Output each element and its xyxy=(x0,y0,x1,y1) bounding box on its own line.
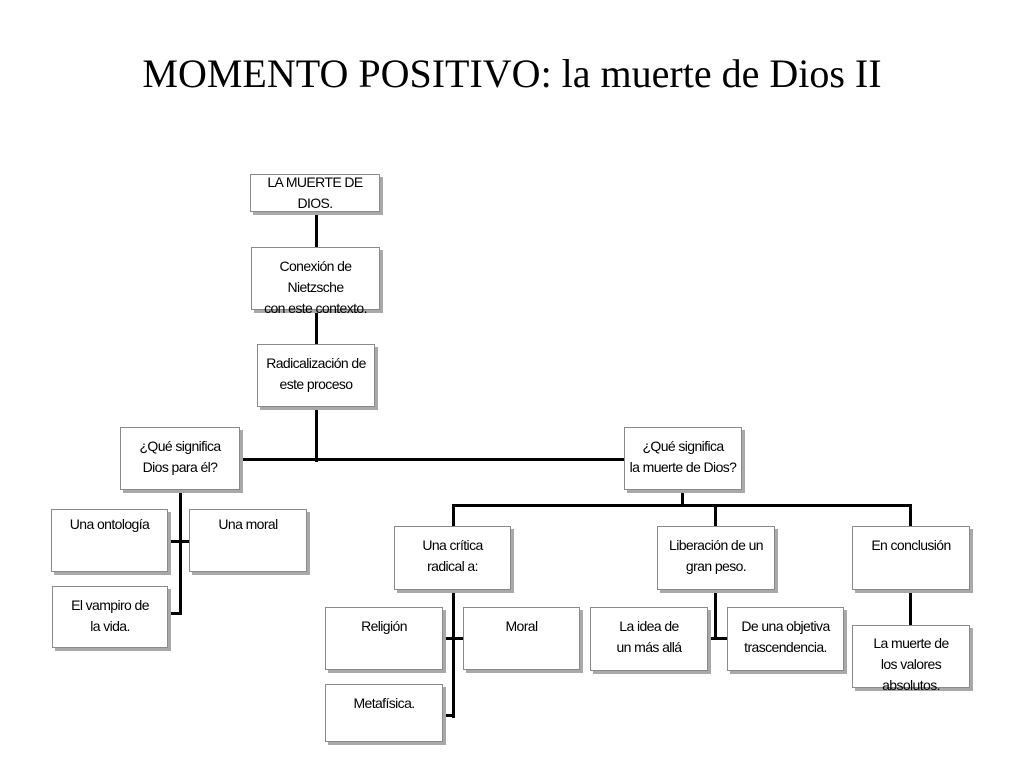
node-la-idea-mas-alla: La idea de un más allá xyxy=(590,607,708,671)
connector-line xyxy=(443,714,455,717)
connector-line xyxy=(714,504,717,526)
node-liberacion: Liberación de un gran peso. xyxy=(657,526,775,590)
node-moral: Moral xyxy=(463,607,580,670)
node-una-critica: Una crítica radical a: xyxy=(394,526,511,590)
connector-line xyxy=(179,490,182,615)
node-metafisica: Metafísica. xyxy=(325,684,443,742)
node-el-vampiro: El vampiro de la vida. xyxy=(52,586,168,648)
node-religion: Religión xyxy=(325,607,443,670)
connector-line xyxy=(452,504,912,507)
connector-line xyxy=(681,490,684,506)
connector-line xyxy=(168,540,190,543)
connector-line xyxy=(452,504,455,526)
page-title: MOMENTO POSITIVO: la muerte de Dios II xyxy=(142,51,882,96)
connector-line xyxy=(240,458,626,461)
node-que-significa-dios: ¿Qué significa Dios para él? xyxy=(120,427,240,490)
connector-line xyxy=(909,590,912,625)
node-en-conclusion: En conclusión xyxy=(852,526,970,590)
connector-line xyxy=(452,590,455,718)
connector-line xyxy=(168,612,182,615)
connector-line xyxy=(714,590,717,640)
node-que-significa-muerte: ¿Qué significa la muerte de Dios? xyxy=(624,427,742,490)
connector-line xyxy=(708,637,728,640)
connector-line xyxy=(909,504,912,526)
node-muerte-valores: La muerte de los valores absolutos. xyxy=(852,625,970,693)
node-radicalizacion: Radicalización de este proceso xyxy=(257,344,375,407)
node-objetiva-trascendencia: De una objetiva trascendencia. xyxy=(727,607,844,671)
node-una-moral: Una moral xyxy=(189,509,307,572)
node-una-ontologia: Una ontología xyxy=(51,509,168,572)
connector-line xyxy=(315,212,318,462)
node-conexion-nietzsche: Conexión de Nietzsche con este contexto. xyxy=(251,247,380,316)
node-la-muerte-de-dios: LA MUERTE DE DIOS. xyxy=(250,174,380,212)
connector-line xyxy=(443,637,463,640)
